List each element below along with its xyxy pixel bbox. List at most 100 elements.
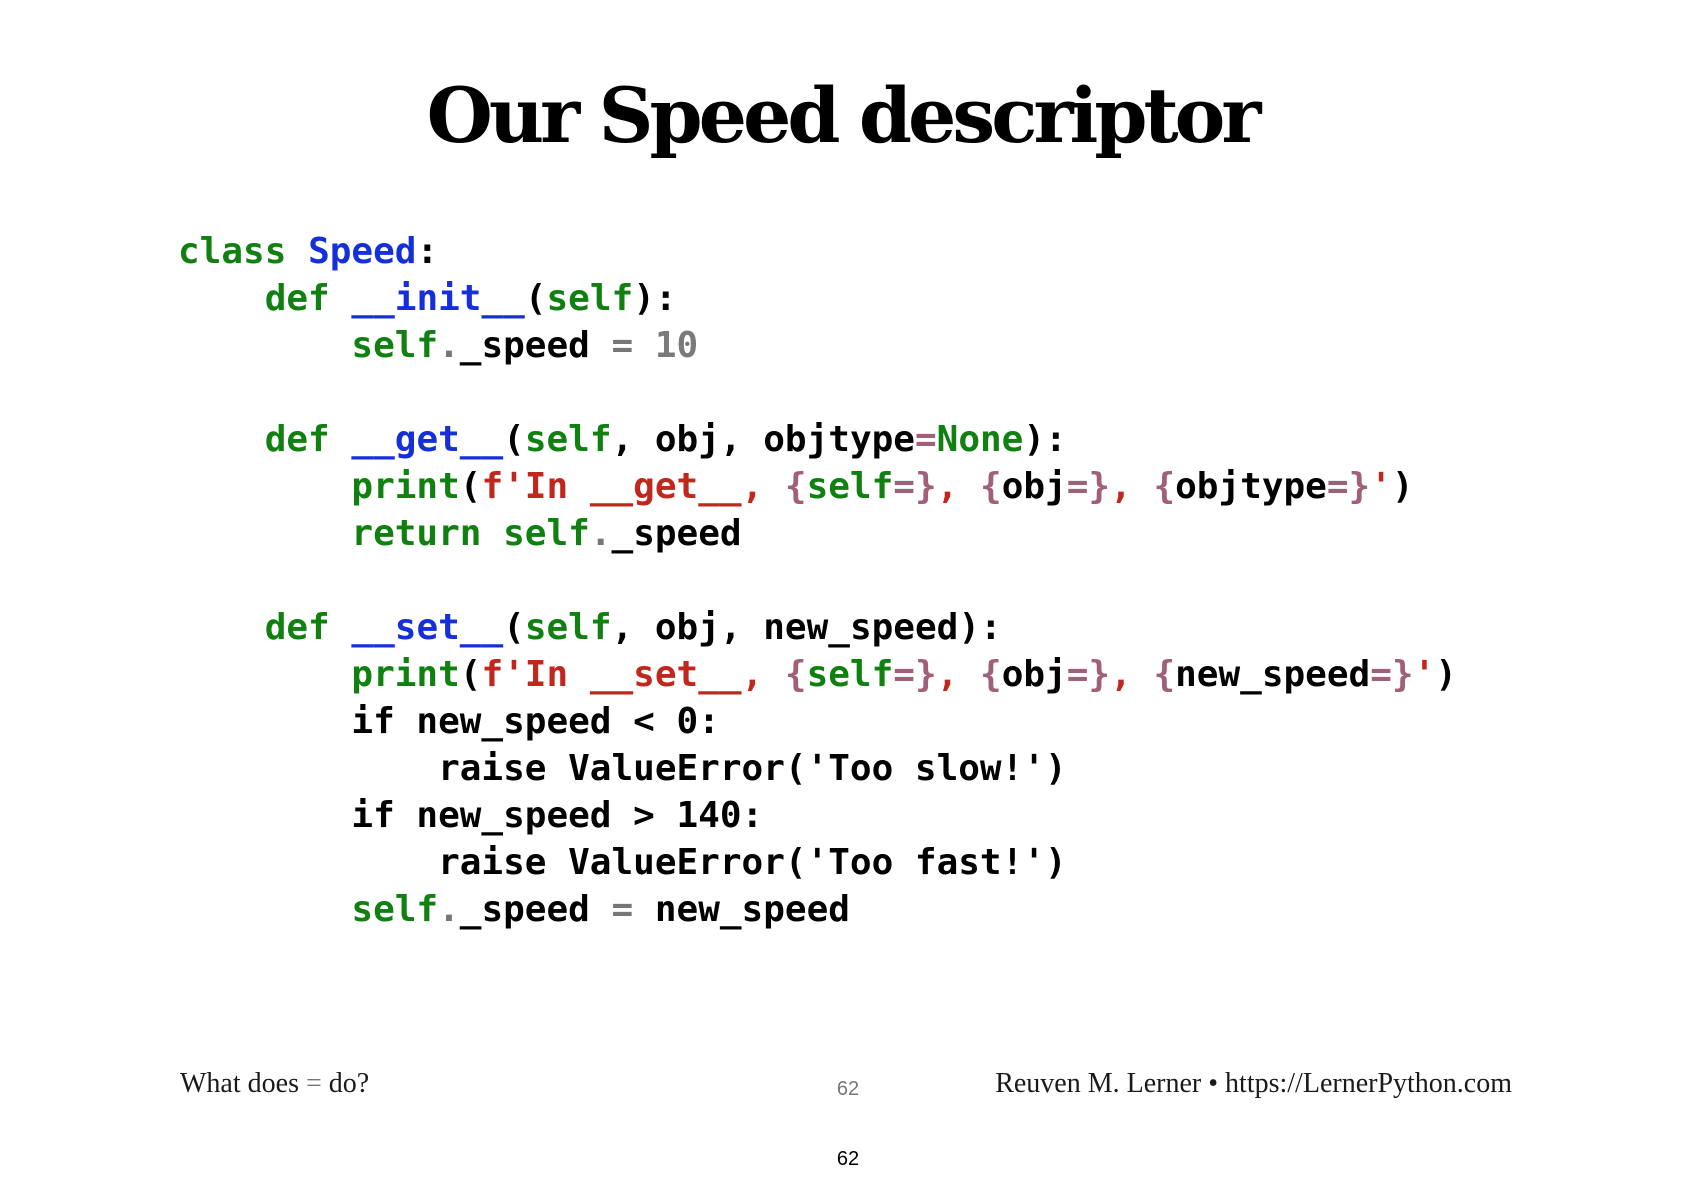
code-token: =} [893,466,937,507]
code-line: def __init__(self): [178,275,1457,322]
code-token: self [806,654,894,695]
code-token: { [1153,466,1176,507]
code-line: if new_speed < 0: [178,698,1457,745]
code-token: ): [1023,419,1067,460]
footer-question-after: do? [321,1068,370,1099]
code-token: , [936,466,980,507]
code-line: self._speed = new_speed [178,886,1457,933]
code-token: , obj, new_speed): [611,607,1002,648]
code-token: if new_speed < 0: [178,701,720,742]
code-token [178,607,265,648]
code-token: raise ValueError('Too fast!') [178,842,1067,883]
code-token: __init__ [351,278,525,319]
code-token: if new_speed > 140: [178,795,764,836]
code-token: self [806,466,894,507]
code-token: _speed [611,513,742,554]
code-token: self [503,513,590,554]
code-line: raise ValueError('Too slow!') [178,745,1457,792]
code-token: f'In __get__, [481,466,785,507]
code-line: return self._speed [178,510,1457,557]
code-token: Speed [308,231,417,272]
code-token: print [351,466,460,507]
code-token: . [589,513,612,554]
code-token [330,607,352,648]
code-token [286,231,308,272]
code-line: raise ValueError('Too fast!') [178,839,1457,886]
code-token: obj [1001,466,1067,507]
code-token: self [351,325,439,366]
code-token: ( [459,466,482,507]
code-token: _speed [459,889,612,930]
code-token: def [264,607,330,648]
code-token: { [980,466,1002,507]
code-token [178,325,351,366]
code-token: =} [1370,654,1414,695]
code-token: ( [524,278,547,319]
code-token: , obj, objtype [611,419,915,460]
code-token: , [1110,654,1154,695]
code-token [633,325,655,366]
code-token: = [611,889,634,930]
code-token: = [611,325,634,366]
code-token [178,419,265,460]
code-token: return [351,513,482,554]
code-token [178,889,351,930]
code-token: ' [1370,466,1392,507]
code-token: . [438,325,460,366]
code-line: def __set__(self, obj, new_speed): [178,604,1457,651]
code-line: self._speed = 10 [178,322,1457,369]
code-line: if new_speed > 140: [178,792,1457,839]
code-line [178,557,1457,604]
code-line: def __get__(self, obj, objtype=None): [178,416,1457,463]
code-token: self [524,419,612,460]
code-token: ' [1413,654,1436,695]
code-token: , [936,654,980,695]
code-token: ) [1435,654,1457,695]
code-token: __set__ [351,607,504,648]
code-token: { [980,654,1002,695]
code-token: : [416,231,439,272]
code-token [178,466,351,507]
code-token [178,278,265,319]
code-token [178,654,351,695]
code-token: objtype [1175,466,1327,507]
code-token [330,419,352,460]
code-token [330,278,352,319]
code-token: ( [503,419,525,460]
code-token: =} [893,654,937,695]
footer-question-operator: = [305,1068,322,1099]
code-token [481,513,503,554]
code-token: =} [1326,466,1371,507]
code-block: class Speed: def __init__(self): self._s… [178,228,1457,933]
code-token: ( [503,607,525,648]
code-token: ): [633,278,677,319]
code-token: print [351,654,460,695]
code-token: class [178,231,287,272]
code-token: raise ValueError('Too slow!') [178,748,1067,789]
footer-question-before: What does [180,1068,306,1099]
code-token: = [914,419,937,460]
code-token: . [438,889,460,930]
code-token: self [524,607,612,648]
page-number: 62 [836,1148,860,1170]
code-token: { [784,466,807,507]
author-credit: Reuven M. Lerner • https://LernerPython.… [995,1068,1512,1099]
code-token: =} [1066,466,1111,507]
code-token: obj [1001,654,1067,695]
code-token: { [784,654,807,695]
code-token: self [546,278,634,319]
slide-number: 62 [836,1078,860,1100]
code-token: 10 [654,325,699,366]
code-token: new_speed [1175,654,1371,695]
code-token [178,513,351,554]
code-token: =} [1066,654,1111,695]
code-token: , [1110,466,1154,507]
code-line [178,369,1457,416]
code-token: new_speed [633,889,850,930]
code-token: ) [1391,466,1414,507]
slide-title: Our Speed descriptor [426,71,1262,160]
code-line: print(f'In __set__, {self=}, {obj=}, {ne… [178,651,1457,698]
code-token: self [351,889,439,930]
code-token: __get__ [351,419,504,460]
code-token: { [1153,654,1176,695]
